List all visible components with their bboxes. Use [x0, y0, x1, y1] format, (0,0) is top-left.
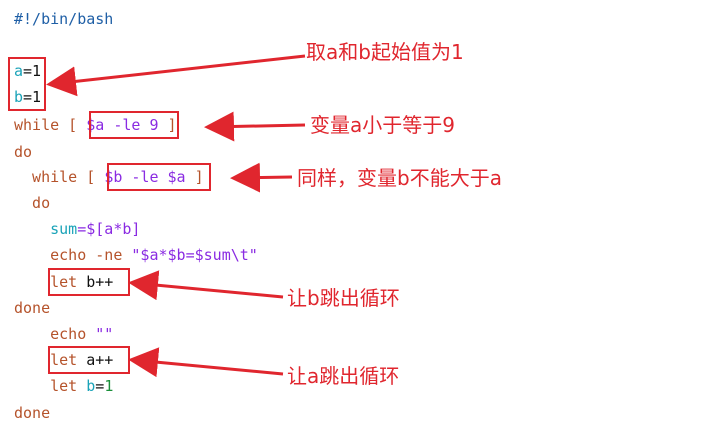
arrow-inner-condition	[230, 162, 293, 193]
arrow-let-a	[128, 347, 284, 378]
var-a: a	[14, 62, 24, 80]
b-increment: b++	[86, 273, 114, 291]
code-line-let-a: let a++	[14, 347, 113, 373]
echo-keyword: echo	[14, 325, 96, 343]
code-line-do: do	[14, 143, 33, 161]
code-line-a-init: a=1	[14, 58, 41, 84]
code-line-done-outer: done	[14, 404, 51, 422]
echo-string: "$a*$b=$sum\t"	[131, 246, 258, 264]
while-keyword: while [	[14, 168, 105, 186]
code-line-let-b: let b++	[14, 269, 113, 295]
assign-a: =1	[23, 62, 42, 80]
var-b: b	[86, 377, 96, 395]
a-increment: a++	[86, 351, 114, 369]
let-keyword: let	[14, 351, 87, 369]
echo-keyword: echo -ne	[14, 246, 132, 264]
code-line-reset-b: let b=1	[14, 373, 113, 399]
bracket-close: ]	[185, 168, 204, 186]
code-line-inner-do: do	[14, 194, 51, 212]
arrow-outer-condition	[204, 111, 306, 142]
highlight-box-inner-condition	[107, 163, 211, 191]
code-line-echo-newline: echo ""	[14, 321, 113, 347]
arrow-let-b	[128, 270, 284, 301]
annotation-let-b: 让b跳出循环	[287, 286, 400, 310]
let-keyword: let	[14, 273, 87, 291]
var-b: b	[14, 88, 24, 106]
code-line-echo: echo -ne "$a*$b=$sum\t"	[14, 242, 258, 268]
bracket-close: ]	[158, 116, 177, 134]
annotation-outer-condition: 变量a小于等于9	[310, 113, 455, 137]
highlight-box-init	[8, 57, 46, 111]
highlight-box-outer-condition	[89, 111, 179, 139]
code-line-shebang: #!/bin/bash	[14, 10, 114, 28]
arrow-init	[46, 54, 306, 97]
sum-expr: =$[a*b]	[77, 220, 141, 238]
while-keyword: while [	[14, 116, 87, 134]
number-one: 1	[104, 377, 114, 395]
code-line-done-inner: done	[14, 299, 51, 317]
let-keyword: let	[14, 377, 87, 395]
annotation-let-a: 让a跳出循环	[287, 364, 400, 388]
assign-b: =1	[23, 88, 42, 106]
echo-string: ""	[95, 325, 114, 343]
code-line-sum: sum=$[a*b]	[14, 216, 140, 242]
assign-op: =	[95, 377, 105, 395]
annotation-inner-condition: 同样，变量b不能大于a	[297, 166, 502, 190]
annotation-init: 取a和b起始值为1	[306, 40, 464, 64]
code-line-b-init: b=1	[14, 84, 41, 110]
var-sum: sum	[14, 220, 78, 238]
